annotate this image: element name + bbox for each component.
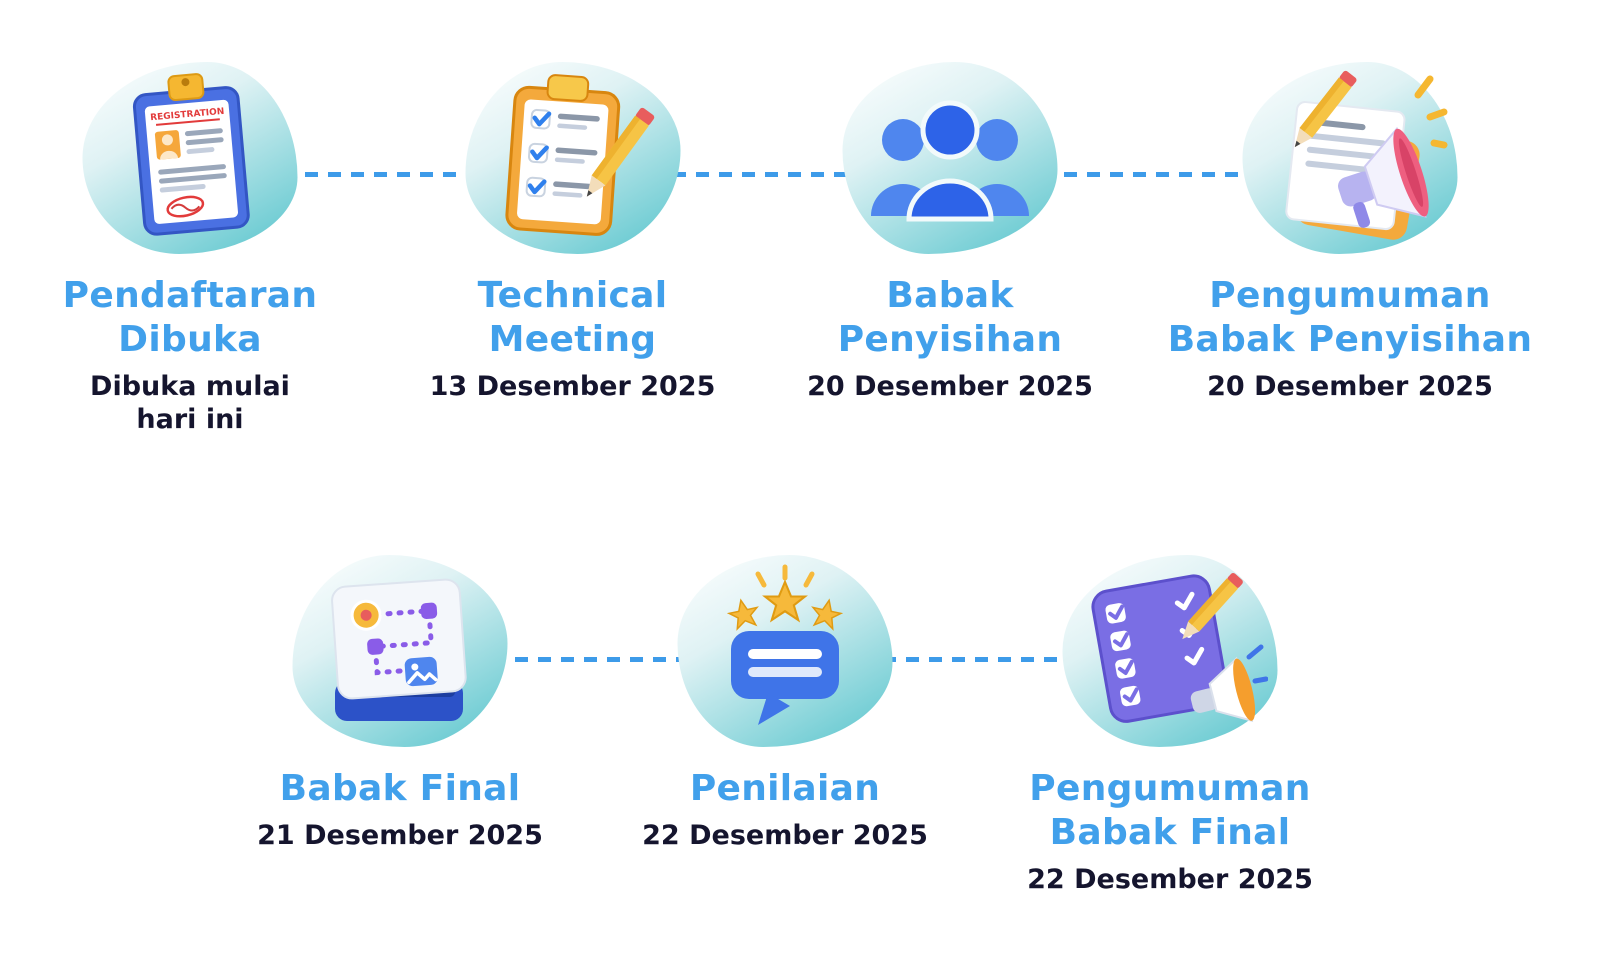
people-group-icon: [871, 100, 1029, 221]
icon-area: [1148, 55, 1552, 260]
timeline-connector-row1: [190, 172, 1350, 177]
item-caption: Dibuka mulai hari ini: [90, 370, 290, 435]
timeline-item-babak-penyisihan: Babak Penyisihan 20 Desember 2025: [765, 55, 1135, 404]
strategy-board-icon: [330, 578, 467, 721]
item-title: Technical Meeting: [477, 275, 668, 360]
item-date: 13 Desember 2025: [429, 370, 716, 402]
item-title: Babak Penyisihan: [837, 275, 1063, 360]
item-date: 21 Desember 2025: [257, 819, 543, 851]
icon-area: [395, 55, 750, 260]
icon-area: REGISTRATION: [15, 55, 365, 260]
item-date: 22 Desember 2025: [1027, 863, 1313, 895]
icon-area: [225, 548, 575, 753]
icon-area: [765, 55, 1135, 260]
item-title: Pendaftaran Dibuka: [62, 275, 318, 360]
icon-area: [610, 548, 960, 753]
timeline-item-pengumuman-babak-penyisihan: Pengumuman Babak Penyisihan 20 Desember …: [1148, 55, 1552, 404]
item-date: 20 Desember 2025: [807, 370, 1093, 402]
item-date: 22 Desember 2025: [642, 819, 928, 851]
timeline-item-babak-final: Babak Final 21 Desember 2025: [225, 548, 575, 853]
timeline-item-pengumuman-babak-final: Pengumuman Babak Final 22 Desember 2025: [980, 548, 1360, 897]
timeline-item-technical-meeting: Technical Meeting 13 Desember 2025: [395, 55, 750, 404]
icon-area: [980, 548, 1360, 753]
rating-bubble-icon: [726, 564, 843, 725]
item-title: Penilaian: [689, 768, 881, 809]
timeline-item-penilaian: Penilaian 22 Desember 2025: [610, 548, 960, 853]
registration-clipboard-icon: REGISTRATION: [132, 73, 250, 236]
item-date: 20 Desember 2025: [1207, 370, 1493, 402]
item-title: Babak Final: [279, 768, 521, 809]
item-title: Pengumuman Babak Final: [1029, 768, 1311, 853]
megaphone-paper-icon: [1285, 70, 1448, 240]
checklist-pencil-icon: [505, 73, 655, 236]
megaphone-checklist-icon: [1090, 572, 1268, 723]
timeline-item-pendaftaran-dibuka: REGISTRATION Pendaftaran Dibuka Dibuka: [15, 55, 365, 437]
item-title: Pengumuman Babak Penyisihan: [1167, 275, 1533, 360]
